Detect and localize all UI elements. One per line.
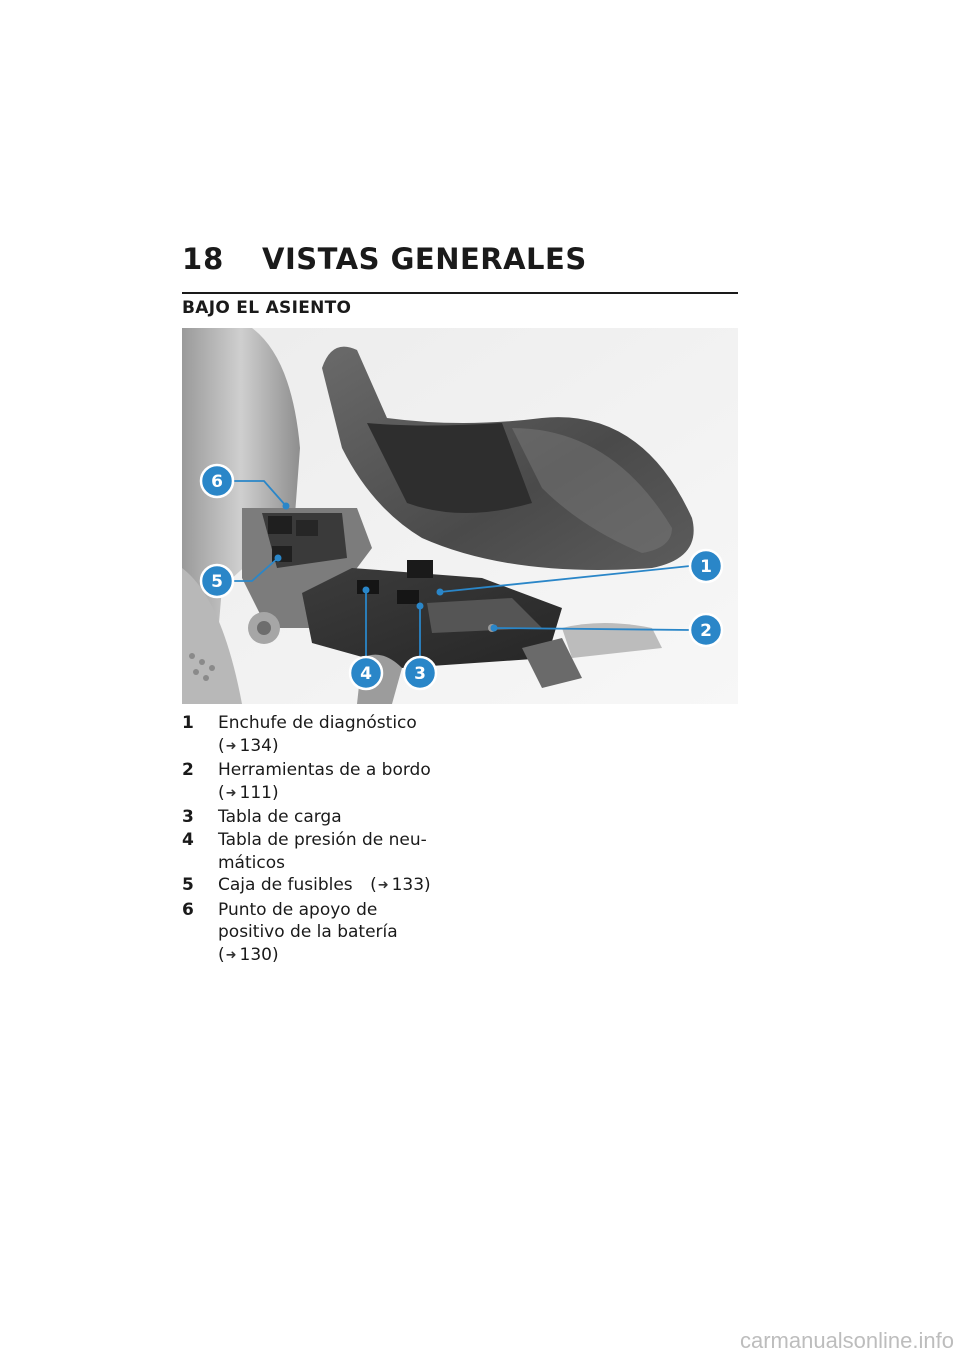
page-reference[interactable]: (➜111) <box>218 783 279 803</box>
svg-text:6: 6 <box>211 472 223 492</box>
legend-item: 4 Tabla de presión de neu- máticos <box>182 829 472 874</box>
legend-label: Caja de fusibles <box>218 875 353 896</box>
page-reference[interactable]: (➜130) <box>218 945 279 965</box>
callout-3: 3 <box>402 655 438 691</box>
callout-4: 4 <box>348 655 384 691</box>
page-header: 18 VISTAS GENERALES <box>182 242 738 278</box>
svg-text:1: 1 <box>700 557 712 577</box>
callout-1: 1 <box>688 548 724 584</box>
watermark: carmanualsonline.info <box>739 1328 954 1353</box>
callout-5: 5 <box>199 563 235 599</box>
header-divider <box>182 292 738 294</box>
svg-text:5: 5 <box>211 572 223 592</box>
page-reference[interactable]: (➜134) <box>218 736 279 756</box>
legend-item: 1 Enchufe de diagnóstico (➜134) <box>182 712 472 759</box>
legend-label-continuation: positivo de la batería <box>218 922 398 943</box>
legend-label: Enchufe de diagnóstico <box>218 713 417 733</box>
section-title: BAJO EL ASIENTO <box>182 298 352 318</box>
page-reference-arrow-icon: ➜ <box>225 785 237 801</box>
callout-6: 6 <box>199 463 235 499</box>
legend-item: 5 Caja de fusibles (➜133) <box>182 874 472 899</box>
legend-label-continuation: máticos <box>218 852 285 873</box>
legend-number: 6 <box>182 899 194 920</box>
page-reference[interactable]: (➜133) <box>370 875 431 895</box>
page-reference-arrow-icon: ➜ <box>377 878 389 894</box>
legend-number: 2 <box>182 760 194 781</box>
legend-number: 3 <box>182 807 194 828</box>
legend-number: 4 <box>182 829 194 850</box>
legend-label: Punto de apoyo de <box>218 899 378 920</box>
legend-list: 1 Enchufe de diagnóstico (➜134) 2 Herram… <box>182 712 472 969</box>
legend-label: Tabla de presión de neu- <box>218 829 427 850</box>
legend-item: 2 Herramientas de a bordo (➜111) <box>182 759 472 806</box>
legend-item: 6 Punto de apoyo de positivo de la bater… <box>182 899 472 969</box>
legend-number: 5 <box>182 875 194 896</box>
page-number: 18 <box>182 242 225 276</box>
under-seat-illustration: 6 5 4 3 1 2 <box>182 328 738 704</box>
svg-text:3: 3 <box>414 664 426 684</box>
callout-2: 2 <box>688 612 724 648</box>
legend-number: 1 <box>182 713 194 733</box>
under-seat-photo: 6 5 4 3 1 2 <box>182 328 738 704</box>
svg-text:2: 2 <box>700 621 712 641</box>
legend-label: Herramientas de a bordo <box>218 760 431 781</box>
svg-text:4: 4 <box>360 664 372 684</box>
page-reference-arrow-icon: ➜ <box>225 738 237 754</box>
legend-label: Tabla de carga <box>218 807 342 828</box>
legend-item: 3 Tabla de carga <box>182 806 472 829</box>
page-reference-arrow-icon: ➜ <box>225 947 237 963</box>
chapter-title: VISTAS GENERALES <box>262 242 587 276</box>
